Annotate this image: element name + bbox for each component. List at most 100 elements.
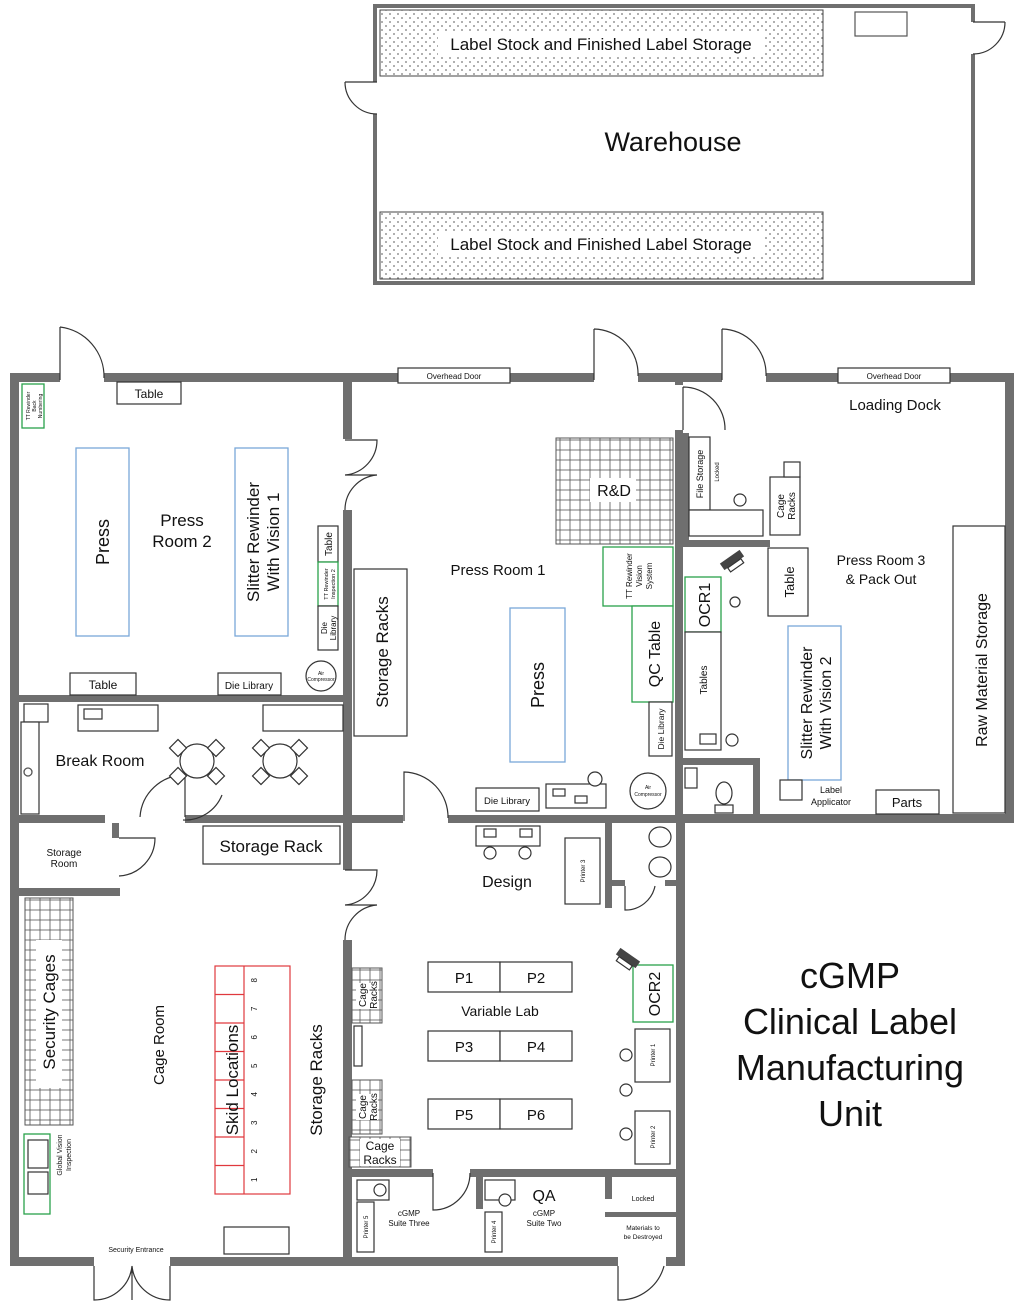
svg-text:Compressor: Compressor	[307, 677, 335, 683]
ocr2-camera-icon	[615, 947, 641, 971]
door-design[interactable]	[403, 771, 449, 821]
break-table-1	[168, 738, 226, 786]
skid-location-number: 1	[250, 1177, 259, 1182]
bathroom-pr3	[684, 767, 734, 814]
die-library-pr2	[217, 672, 282, 696]
warehouse-unit-box	[854, 11, 908, 37]
die-library-pr1	[648, 701, 673, 757]
storage-rack	[202, 825, 341, 865]
door-double-pr1[interactable]	[344, 439, 378, 511]
svg-text:be Destroyed: be Destroyed	[624, 1234, 663, 1241]
svg-text:Parts: Parts	[892, 795, 923, 810]
skid-location-number: 8	[250, 977, 259, 982]
svg-text:Press: Press	[528, 662, 548, 708]
svg-text:Manufacturing: Manufacturing	[736, 1047, 964, 1088]
station-label: P6	[527, 1107, 545, 1124]
door-bottom-right[interactable]	[617, 1265, 665, 1301]
skid-location-number: 6	[250, 1034, 259, 1039]
overhead-door-2[interactable]	[837, 367, 951, 384]
cage-racks-pr3	[769, 476, 801, 536]
svg-text:Printer 1: Printer 1	[651, 1043, 657, 1066]
svg-text:Tables: Tables	[699, 666, 710, 695]
svg-text:Printer 3: Printer 3	[581, 859, 587, 882]
door-press-room-3[interactable]	[721, 328, 767, 380]
materials-destroyed-label: Materials to	[626, 1225, 660, 1232]
press-pr1	[509, 607, 566, 763]
press-room-1-label: Press Room 1	[450, 562, 545, 579]
press-room-3-label: Press Room 3	[837, 552, 926, 568]
svg-text:Vision: Vision	[635, 565, 644, 587]
svg-text:Room 2: Room 2	[152, 532, 212, 551]
printer-2	[634, 1110, 671, 1165]
svg-text:R&D: R&D	[597, 483, 631, 500]
locked-label-2: Locked	[632, 1196, 655, 1203]
svg-text:Room: Room	[51, 859, 78, 870]
svg-text:Slitter Rewinder: Slitter Rewinder	[244, 482, 263, 602]
svg-text:Security Cages: Security Cages	[40, 954, 59, 1069]
loading-dock-label: Loading Dock	[849, 397, 941, 414]
door-storage-room[interactable]	[118, 837, 156, 877]
svg-text:Racks: Racks	[369, 1093, 380, 1121]
svg-text:Back: Back	[32, 400, 38, 412]
door-bathroom[interactable]	[624, 885, 656, 911]
door-press-room-1[interactable]	[593, 328, 639, 380]
skid-location-number: 2	[250, 1148, 259, 1153]
svg-text:Die Library: Die Library	[225, 681, 273, 692]
press-room-1: Storage Racks Press Room 1 R&D TT Rewind…	[353, 437, 674, 812]
die-library-bottom	[475, 787, 540, 812]
warehouse-door-left[interactable]	[344, 81, 378, 115]
table-bottom	[69, 672, 137, 696]
parts	[875, 789, 940, 815]
svg-text:System: System	[645, 562, 654, 589]
warehouse-wall	[373, 4, 975, 285]
svg-text:cGMP: cGMP	[533, 1209, 555, 1218]
svg-text:Inspection: Inspection	[66, 1139, 73, 1171]
ocr2	[632, 964, 674, 1023]
svg-text:Unit: Unit	[818, 1093, 882, 1134]
tt-rewinder-back-numbering	[21, 383, 45, 429]
station-label: P3	[455, 1039, 473, 1056]
door-suite-three[interactable]	[432, 1172, 471, 1211]
svg-text:Cage: Cage	[358, 1095, 369, 1119]
door-double-design[interactable]	[344, 869, 378, 941]
overhead-door-1[interactable]	[397, 367, 511, 384]
svg-text:Cage: Cage	[358, 983, 369, 1007]
security-entrance-label: Security Entrance	[108, 1247, 163, 1254]
svg-text:Printer 2: Printer 2	[651, 1125, 657, 1148]
plan-title: cGMP Clinical Label Manufacturing Unit	[736, 955, 964, 1134]
svg-text:Printer 5: Printer 5	[364, 1215, 370, 1238]
svg-text:Table: Table	[89, 678, 118, 692]
cgmp-suite-three: Printer 5 cGMP Suite Three	[356, 1179, 430, 1253]
ocr1-camera-icon	[719, 549, 745, 573]
svg-text:Die Library: Die Library	[656, 708, 666, 750]
station-p6	[499, 1098, 573, 1130]
svg-text:cGMP: cGMP	[398, 1209, 420, 1218]
svg-text:OCR2: OCR2	[647, 972, 664, 1017]
skid-location-number: 5	[250, 1063, 259, 1068]
svg-text:Library: Library	[329, 616, 338, 640]
desk-workstation-pr1	[545, 771, 607, 809]
desk-pr3	[688, 509, 764, 537]
svg-text:Cage: Cage	[776, 494, 787, 518]
svg-text:Applicator: Applicator	[811, 797, 851, 807]
svg-text:Die Library: Die Library	[484, 796, 530, 807]
door-press-room-2[interactable]	[59, 326, 105, 380]
wall-shelf	[353, 1025, 363, 1067]
storage-racks-cage: Storage Racks	[307, 1024, 326, 1136]
press-pr2	[75, 447, 130, 637]
door-security-entrance[interactable]	[93, 1265, 171, 1301]
cage-room-bench	[223, 1226, 290, 1255]
raw-material-storage	[952, 525, 1006, 814]
svg-text:With Vision 1: With Vision 1	[264, 493, 283, 592]
warehouse-storage-bottom-label: Label Stock and Finished Label Storage	[450, 235, 751, 254]
bathroom-design	[648, 826, 672, 878]
variable-lab-label: Variable Lab	[461, 1003, 539, 1019]
svg-text:Racks: Racks	[363, 1153, 396, 1167]
warehouse-door-right[interactable]	[972, 21, 1006, 55]
svg-text:Die: Die	[320, 621, 329, 634]
svg-text:cGMP: cGMP	[800, 955, 900, 996]
qa-label: QA	[532, 1188, 555, 1205]
air-compressor-2	[629, 772, 667, 810]
door-press-room-3-inner[interactable]	[682, 386, 726, 431]
